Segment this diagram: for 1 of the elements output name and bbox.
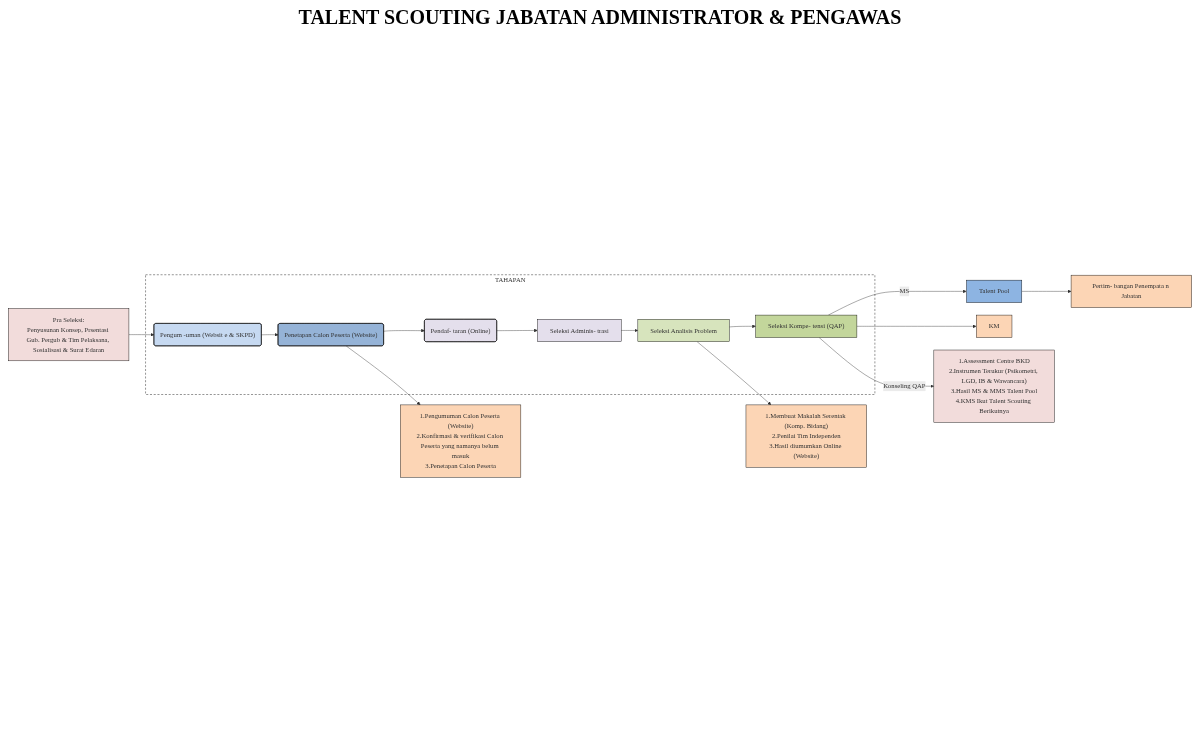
diagram-title: TALENT SCOUTING JABATAN ADMINISTRATOR & PENGAWAS bbox=[297, 6, 903, 29]
